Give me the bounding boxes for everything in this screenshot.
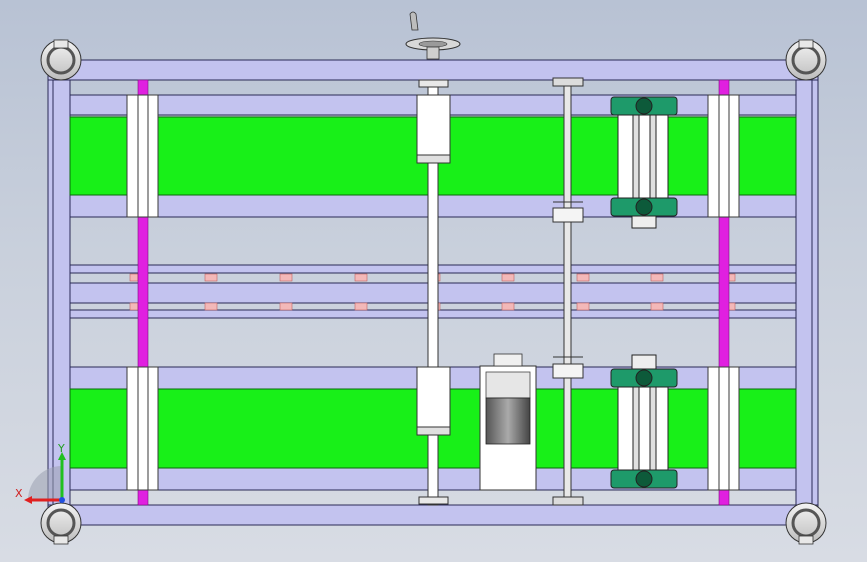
drive-screw[interactable] [552, 77, 584, 506]
frame-top-rail [47, 59, 819, 81]
motor-icon[interactable] [479, 353, 537, 491]
caster-wheel-icon[interactable] [785, 39, 827, 81]
tag [354, 273, 368, 282]
tag [204, 273, 218, 282]
tag [354, 302, 368, 311]
upper-roller-assembly[interactable] [610, 96, 678, 229]
plate-lower-left [126, 366, 159, 491]
screw-nut-lower [416, 426, 451, 436]
drive-flange-bottom [552, 496, 584, 506]
handwheel-leadscrew[interactable] [416, 79, 451, 506]
right-magenta-shaft [718, 79, 730, 506]
side-plates [126, 94, 740, 491]
bearing-icon [610, 96, 678, 116]
tag [650, 273, 664, 282]
tag [279, 302, 293, 311]
tag [129, 273, 139, 282]
handwheel-icon[interactable] [405, 11, 461, 60]
y-axis-label: Y [57, 442, 65, 455]
bearing-icon [610, 368, 678, 388]
tag [576, 273, 590, 282]
plate-lower-right [707, 366, 740, 491]
screw-flange-bottom [418, 496, 449, 505]
drive-flange-top [552, 77, 584, 87]
lower-roller-assembly[interactable] [610, 354, 678, 489]
x-axis-label: X [15, 487, 23, 500]
coordinate-triad-icon: Y X [15, 442, 66, 504]
drive-screw-shaft [563, 79, 572, 506]
frame-right-post [795, 79, 819, 506]
screw-flange-top [418, 79, 449, 88]
frame-bottom-rail [47, 504, 819, 526]
left-magenta-shaft [137, 79, 149, 506]
tag [129, 302, 139, 311]
tag [501, 273, 515, 282]
screw-block-lower [416, 366, 451, 428]
drive-nut-lower [552, 363, 584, 379]
caster-wheel-icon[interactable] [40, 502, 82, 545]
bearing-icon [610, 197, 678, 217]
y-axis-head [58, 452, 66, 460]
screw-block-upper [416, 94, 451, 156]
triad-plane [28, 466, 62, 500]
caster-wheel-icon[interactable] [40, 39, 82, 81]
caster-wheel-icon[interactable] [785, 502, 827, 545]
magenta-shafts [137, 79, 730, 506]
screw-nut-upper [416, 154, 451, 164]
x-axis-head [24, 496, 32, 504]
tag [279, 273, 293, 282]
tag [650, 302, 664, 311]
tag [576, 302, 590, 311]
tag [204, 302, 218, 311]
tag [501, 302, 515, 311]
plate-upper-right [707, 94, 740, 218]
bearing-icon [610, 469, 678, 489]
drive-nut-upper [552, 207, 584, 223]
plate-upper-left [126, 94, 159, 218]
z-axis-dot [59, 497, 65, 503]
